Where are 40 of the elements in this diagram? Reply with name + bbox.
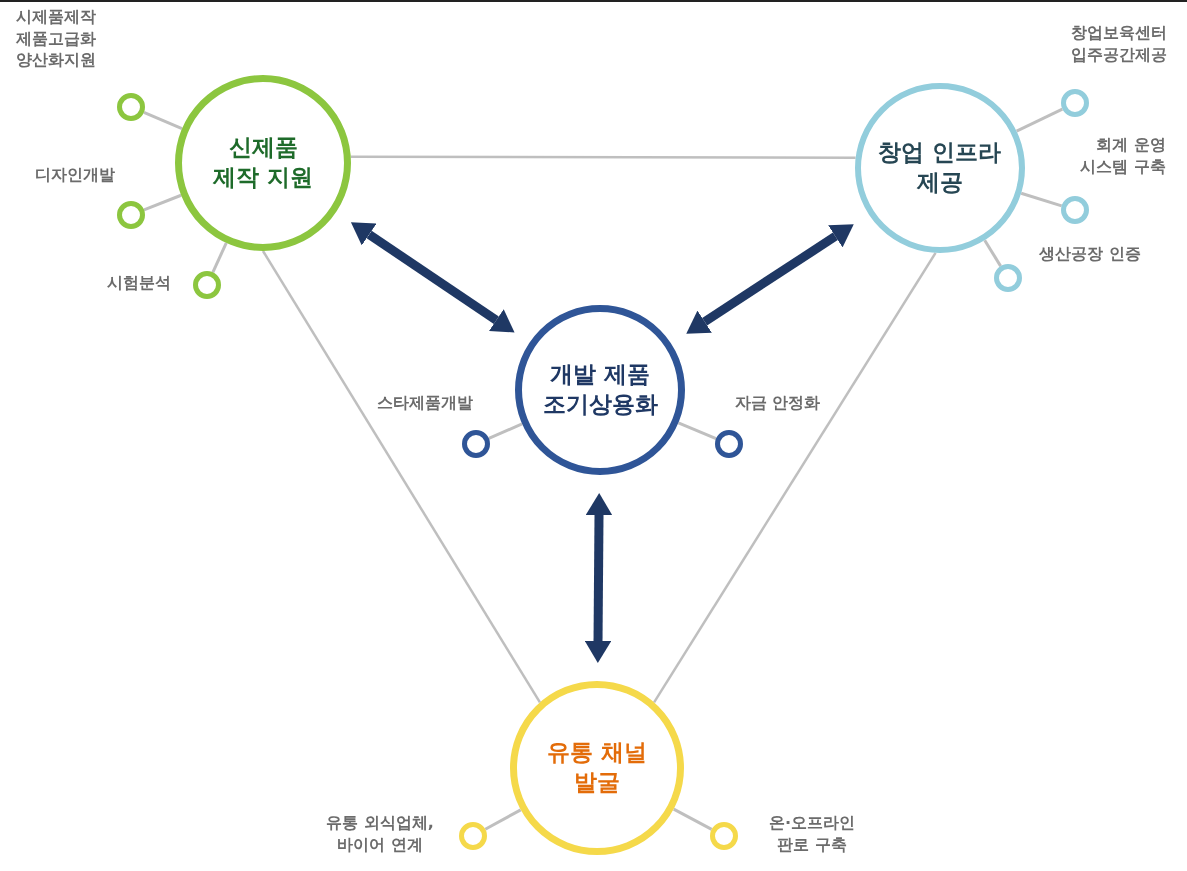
connector-line [143, 111, 183, 130]
connector-line [673, 807, 713, 831]
connector-line [488, 422, 523, 440]
item-label: 시제품제작 제품고급화 양산화지원 [16, 6, 97, 71]
small-circle [1061, 89, 1089, 117]
small-circle [1061, 196, 1089, 224]
item-label: 시험분석 [106, 272, 172, 294]
item-label: 유통 외식업체, 바이어 연계 [325, 812, 435, 856]
small-circle [994, 264, 1022, 292]
item-label: 스타제품개발 [376, 392, 474, 414]
topic-title: 유통 채널 발굴 [546, 738, 648, 797]
connector-line [261, 250, 541, 703]
double-arrow [686, 224, 854, 334]
connector-line [143, 193, 182, 212]
small-circle [117, 201, 145, 229]
connector-line [677, 421, 717, 440]
item-label: 생산공장 인증 [1038, 243, 1142, 265]
small-circle [193, 271, 221, 299]
item-label: 회계 운영 시스템 구축 [1079, 134, 1166, 178]
double-arrow [350, 222, 515, 333]
small-circle [715, 430, 743, 458]
connector-line [484, 808, 522, 831]
small-circle [459, 822, 487, 850]
item-label: 디자인개발 [34, 164, 116, 186]
connector-line [211, 242, 228, 273]
connector-line [350, 155, 856, 159]
double-arrow [584, 493, 613, 663]
connector-line [1015, 107, 1064, 133]
small-circle [710, 822, 738, 850]
connector-line [983, 239, 1002, 267]
connector-line [653, 252, 937, 703]
small-circle [462, 430, 490, 458]
topic-title: 창업 인프라 제공 [877, 138, 1003, 197]
small-circle [117, 93, 145, 121]
item-label: 창업보육센터 입주공간제공 [1070, 22, 1167, 66]
topic-title: 개발 제품 조기상용화 [541, 360, 659, 419]
item-label: 자금 안정화 [733, 392, 822, 414]
item-label: 온·오프라인 판로 구축 [767, 812, 857, 856]
topic-title: 신제품 제작 지원 [212, 133, 314, 192]
connector-line [1020, 191, 1063, 208]
